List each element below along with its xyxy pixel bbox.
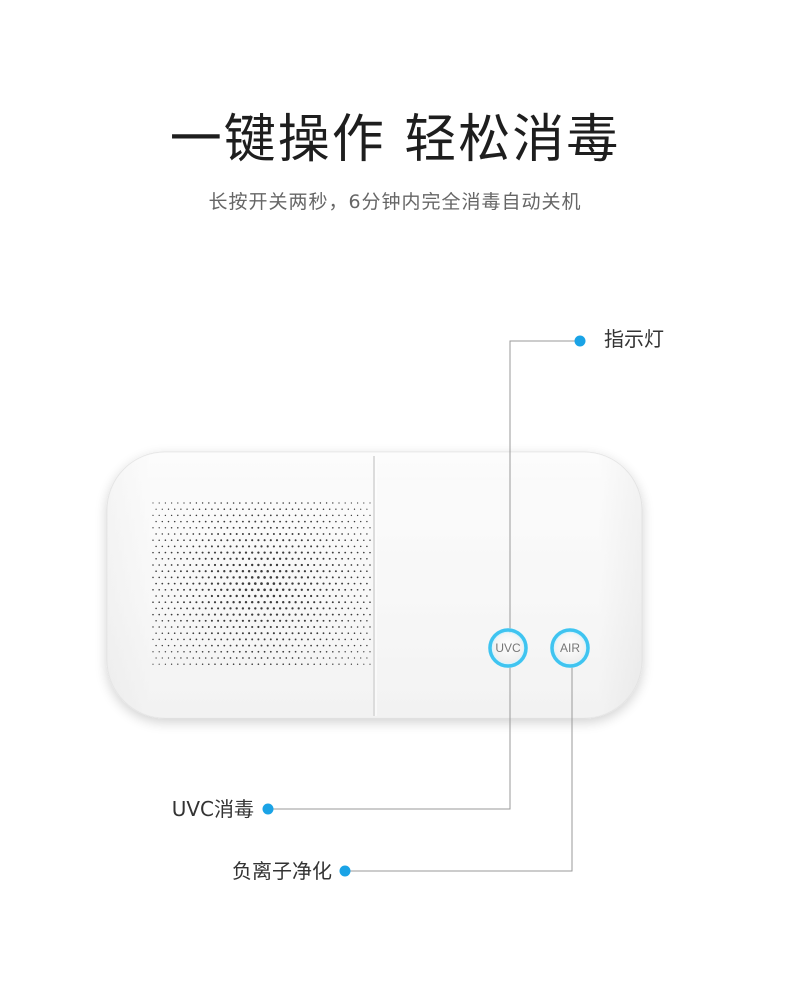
headline: 一键操作 轻松消毒 <box>169 110 621 170</box>
callout-label-anion: 负离子净化 <box>232 859 332 883</box>
callout-label-indicator: 指示灯 <box>604 327 664 351</box>
speaker-grille <box>152 502 371 666</box>
callout-lines <box>268 340 580 872</box>
callout-dot-indicator <box>574 335 586 347</box>
air-button[interactable]: AIR <box>550 628 590 668</box>
callout-dot-uvc <box>262 803 274 815</box>
uvc-button-label: UVC <box>495 641 521 655</box>
callout-dot-anion <box>339 865 351 877</box>
callout-label-uvc: UVC消毒 <box>171 797 254 821</box>
air-button-label: AIR <box>560 641 580 655</box>
uvc-button[interactable]: UVC <box>488 628 528 668</box>
subline: 长按开关两秒，6分钟内完全消毒自动关机 <box>208 191 582 213</box>
